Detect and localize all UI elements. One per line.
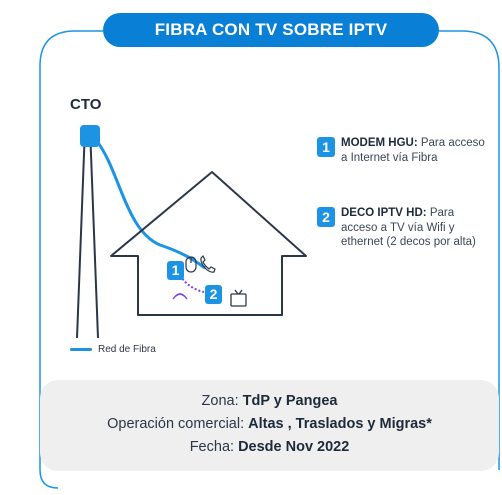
- item-modem: 1 MODEM HGU: Para acceso a Internet vía …: [317, 136, 487, 165]
- item-number-badge: 1: [317, 137, 335, 157]
- legend-line-swatch: [70, 348, 92, 351]
- item-description: Para acceso a TV vía Wifi y ethernet (2 …: [341, 207, 476, 248]
- cto-box: [80, 125, 100, 147]
- frame-border: [39, 30, 103, 489]
- tv-icon: [230, 289, 247, 307]
- fiber-line: [94, 139, 206, 270]
- zona-line: Zona: TdP y Pangea: [40, 393, 499, 409]
- fecha-label: Fecha:: [189, 439, 239, 455]
- fecha-value: Desde Nov 2022: [238, 439, 350, 455]
- fecha-line: Fecha: Desde Nov 2022: [40, 439, 499, 455]
- info-box: [40, 380, 499, 471]
- title-pill: FIBRA CON TV SOBRE IPTV: [103, 13, 439, 47]
- house-icon: [110, 171, 307, 316]
- legend: Red de Fibra: [70, 344, 156, 355]
- item-name: DECO IPTV HD:: [341, 207, 427, 219]
- operacion-line: Operación comercial: Altas , Traslados y…: [40, 416, 499, 432]
- operacion-value: Altas , Traslados y Migras*: [248, 416, 432, 432]
- item-deco: 2 DECO IPTV HD: Para acceso a TV vía Wif…: [317, 206, 487, 250]
- phone-icon: [200, 254, 216, 273]
- item-description: Para acceso a Internet vía Fibra: [341, 137, 485, 164]
- frame-border-right: [439, 30, 500, 470]
- legend-label: Red de Fibra: [98, 344, 156, 355]
- item-name: MODEM HGU:: [341, 137, 418, 149]
- item-text: MODEM HGU: Para acceso a Internet vía Fi…: [341, 136, 487, 165]
- mouse-icon: [185, 256, 197, 273]
- item-number-badge: 2: [317, 207, 335, 227]
- cto-label: CTO: [70, 96, 102, 113]
- deco-badge: 2: [205, 285, 222, 304]
- operacion-label: Operación comercial:: [107, 416, 249, 432]
- modem-badge: 1: [167, 261, 184, 280]
- wifi-icon: [172, 293, 188, 300]
- zona-value: TdP y Pangea: [242, 393, 338, 409]
- pole-icon: [76, 127, 99, 339]
- zona-label: Zona:: [201, 393, 243, 409]
- item-text: DECO IPTV HD: Para acceso a TV vía Wifi …: [341, 206, 487, 250]
